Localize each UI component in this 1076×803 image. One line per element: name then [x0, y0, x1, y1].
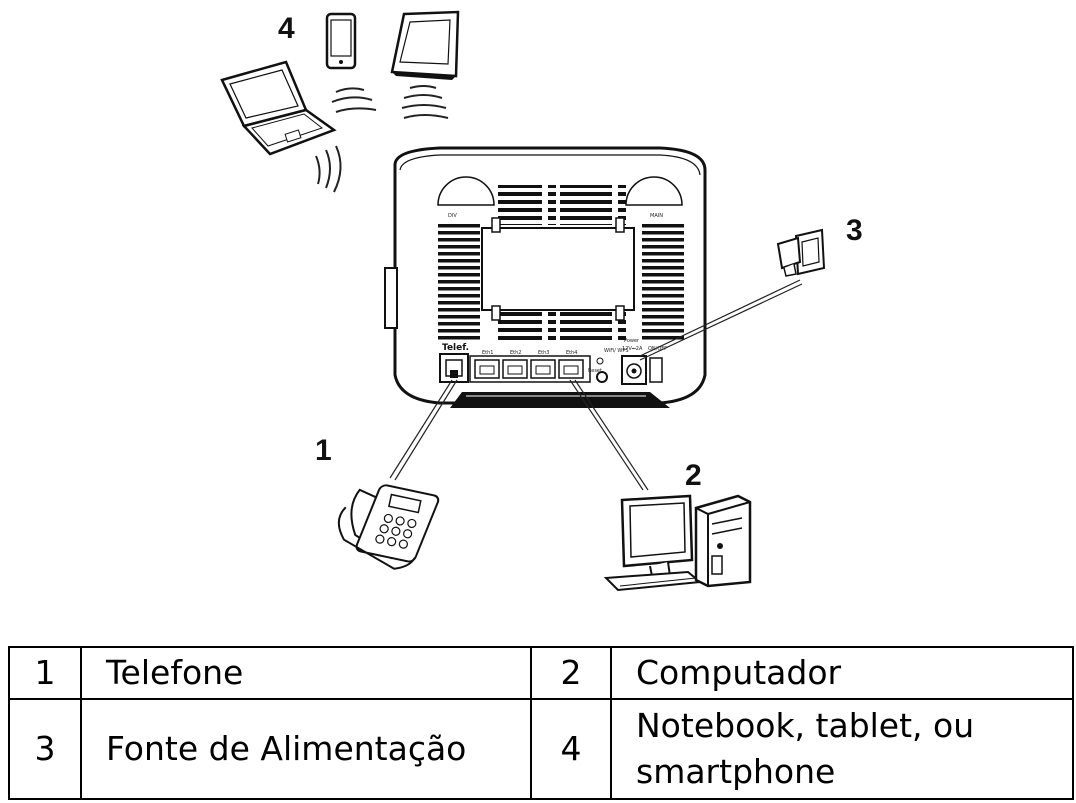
legend-row: 3 Fonte de Alimentação 4 Notebook, table…	[8, 698, 1074, 800]
connection-lines	[389, 279, 803, 491]
router-back-panel: DIV MAIN Telef. Eth1 Eth2 Eth3 Eth4	[384, 146, 707, 408]
computer-icon	[603, 494, 752, 592]
vent-top	[498, 185, 626, 225]
legend-label: Notebook, tablet, ou smartphone	[610, 698, 1074, 800]
reset-label: Reset	[588, 368, 602, 374]
wps-button	[596, 357, 604, 365]
eth4-label: Eth4	[566, 350, 577, 356]
tel-port-label: Telef.	[442, 343, 469, 353]
reset-button	[596, 371, 608, 383]
laptop-icon	[220, 60, 337, 156]
power-label: Power	[624, 338, 640, 344]
callout-2: 2	[685, 459, 702, 492]
antenna-left-label: DIV	[448, 213, 457, 219]
eth2-label: Eth2	[510, 350, 521, 356]
router-stand	[450, 392, 670, 408]
legend-label: Telefone	[80, 646, 532, 700]
power-switch	[649, 357, 663, 383]
eth1-label: Eth1	[482, 350, 493, 356]
vent-left	[438, 222, 480, 340]
antenna-base-left	[437, 176, 495, 206]
vent-bottom	[498, 312, 626, 342]
antenna-base-right	[625, 176, 683, 206]
callout-1: 1	[315, 434, 332, 467]
legend-row: 1 Telefone 2 Computador	[8, 646, 1074, 700]
legend-table: 1 Telefone 2 Computador 3 Fonte de Alime…	[8, 646, 1074, 800]
eth-port-1	[474, 359, 500, 379]
power-rating-label: 12V⎓2A	[622, 346, 643, 352]
power-jack	[621, 355, 647, 385]
on-off-label: ON/OFF	[648, 346, 667, 352]
power-adapter-icon	[776, 228, 826, 277]
eth-port-2	[502, 359, 528, 379]
eth3-label: Eth3	[538, 350, 549, 356]
wifi-signal-icon	[315, 85, 449, 193]
telephone-icon	[337, 484, 440, 570]
legend-label: Computador	[610, 646, 1074, 700]
legend-number: 1	[8, 646, 82, 700]
eth-port-3	[530, 359, 556, 379]
legend-number: 4	[530, 698, 612, 800]
eth-port-4	[558, 359, 584, 379]
wps-label: WiFi/ WPS	[604, 348, 629, 354]
legend-label: Fonte de Alimentação	[80, 698, 532, 800]
legend-number: 3	[8, 698, 82, 800]
tablet-icon	[390, 10, 460, 80]
wall-mount-plate	[481, 227, 635, 311]
smartphone-icon	[325, 12, 357, 70]
callout-4: 4	[278, 12, 295, 45]
tel-port	[439, 353, 469, 383]
router-connection-diagram: DIV MAIN Telef. Eth1 Eth2 Eth3 Eth4	[220, 10, 863, 592]
vent-right	[642, 222, 684, 340]
callout-3: 3	[846, 214, 863, 247]
antenna-right-label: MAIN	[650, 213, 663, 219]
legend-number: 2	[530, 646, 612, 700]
